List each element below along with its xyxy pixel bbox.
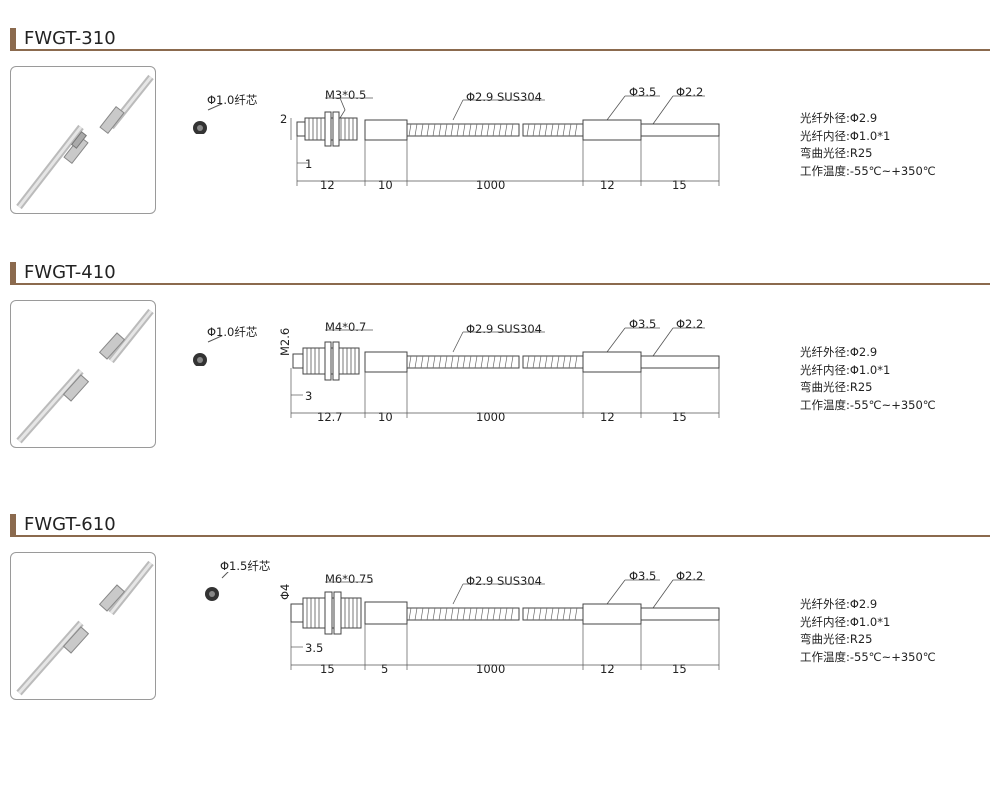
- sleeve-label: Φ3.5: [629, 317, 657, 331]
- product-section: FWGT-410 Φ1.0纤芯 M4*0.7 Φ2.9 SUS304 Φ3.5 …: [0, 234, 1000, 484]
- product-photo: [10, 66, 156, 214]
- dim-label: 1000: [476, 662, 506, 676]
- fiber-drawing: [290, 327, 720, 418]
- dim-label: 1000: [476, 410, 506, 424]
- head-diameter-label: 2: [280, 112, 288, 126]
- dim-label: 12: [600, 410, 615, 424]
- spec-item: 光纤外径:Φ2.9: [800, 111, 878, 125]
- dim-label: 12: [600, 178, 615, 192]
- title-marker: [10, 262, 16, 284]
- spec-item: 工作温度:-55℃~+350℃: [800, 649, 936, 664]
- offset-label: 3: [305, 389, 313, 403]
- spec-item: 工作温度:-55℃~+350℃: [800, 397, 936, 412]
- dim-label: 10: [378, 178, 393, 192]
- tip-label: Φ2.2: [676, 317, 704, 331]
- section-title: FWGT-310: [24, 28, 116, 49]
- dim-label: 15: [672, 662, 687, 676]
- core-label: Φ1.5纤芯: [220, 559, 271, 573]
- fiber-photo-illustration: [16, 74, 154, 210]
- tip-label: Φ2.2: [676, 569, 704, 583]
- thread-label: M6*0.75: [325, 572, 374, 586]
- section-title: FWGT-610: [24, 514, 116, 535]
- tip-label: Φ2.2: [676, 85, 704, 99]
- sleeve-label: Φ3.5: [629, 569, 657, 583]
- core-label: Φ1.0纤芯: [207, 325, 258, 339]
- tube-label: Φ2.9 SUS304: [466, 90, 542, 104]
- dim-label: 12: [320, 178, 335, 192]
- dim-label: 1000: [476, 178, 506, 192]
- product-section: FWGT-610 Φ1.5纤芯 M6*0.75 Φ2.9 SUS304 Φ3.5…: [0, 486, 1000, 736]
- dim-label: 12: [600, 662, 615, 676]
- spec-list: 光纤外径:Φ2.9 光纤内径:Φ1.0*1 弯曲光径:R25 工作温度:-55℃…: [800, 344, 936, 414]
- core-cross-section-icon: [193, 336, 223, 366]
- spec-item: 弯曲光径:R25: [800, 632, 873, 646]
- section-title-bar: FWGT-310: [10, 28, 990, 51]
- spec-list: 光纤外径:Φ2.9 光纤内径:Φ1.0*1 弯曲光径:R25 工作温度:-55℃…: [800, 110, 936, 180]
- tube-label: Φ2.9 SUS304: [466, 574, 542, 588]
- spec-item: 光纤外径:Φ2.9: [800, 597, 878, 611]
- section-title-bar: FWGT-410: [10, 262, 990, 285]
- fiber-photo-illustration: [16, 308, 154, 444]
- offset-label: 1: [305, 157, 313, 171]
- dim-label: 10: [378, 410, 393, 424]
- spec-item: 光纤内径:Φ1.0*1: [800, 614, 891, 629]
- offset-label: 3.5: [305, 641, 324, 655]
- product-photo: [10, 300, 156, 448]
- core-label: Φ1.0纤芯: [207, 93, 258, 107]
- spec-item: 弯曲光径:R25: [800, 146, 873, 160]
- spec-item: 光纤内径:Φ1.0*1: [800, 128, 891, 143]
- spec-list: 光纤外径:Φ2.9 光纤内径:Φ1.0*1 弯曲光径:R25 工作温度:-55℃…: [800, 596, 936, 666]
- dim-label: 5: [381, 662, 389, 676]
- title-marker: [10, 28, 16, 50]
- thread-label: M4*0.7: [325, 320, 367, 334]
- fiber-drawing: [290, 579, 720, 670]
- tube-label: Φ2.9 SUS304: [466, 322, 542, 336]
- spec-item: 光纤外径:Φ2.9: [800, 345, 878, 359]
- dim-label: 15: [672, 410, 687, 424]
- dim-label: 15: [672, 178, 687, 192]
- section-title-bar: FWGT-610: [10, 514, 990, 537]
- spec-item: 光纤内径:Φ1.0*1: [800, 362, 891, 377]
- spec-item: 弯曲光径:R25: [800, 380, 873, 394]
- title-divider: [10, 283, 990, 285]
- product-section: FWGT-310 Φ1.0纤芯 M3*0.5 Φ2.9 SUS304 Φ3.5 …: [0, 0, 1000, 250]
- dim-label: 15: [320, 662, 335, 676]
- title-divider: [10, 49, 990, 51]
- core-cross-section-icon: [193, 104, 223, 134]
- fiber-photo-illustration: [16, 560, 154, 696]
- spec-item: 工作温度:-55℃~+350℃: [800, 163, 936, 178]
- sleeve-label: Φ3.5: [629, 85, 657, 99]
- core-cross-section-icon: [205, 572, 229, 601]
- thread-label: M3*0.5: [325, 88, 367, 102]
- title-marker: [10, 514, 16, 536]
- fiber-drawing: [290, 95, 720, 186]
- title-divider: [10, 535, 990, 537]
- product-photo: [10, 552, 156, 700]
- section-title: FWGT-410: [24, 262, 116, 283]
- dim-label: 12.7: [317, 410, 343, 424]
